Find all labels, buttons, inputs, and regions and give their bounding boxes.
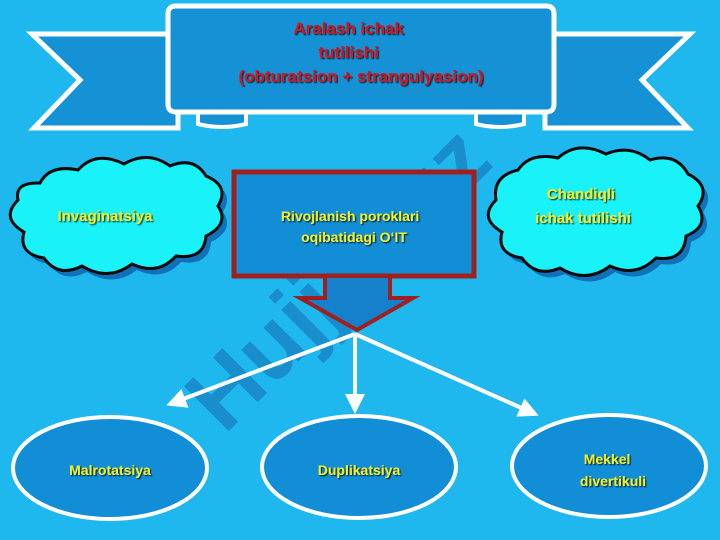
center-box-frame (231, 169, 477, 279)
cloud-right-line-2: ichak tutilishi (535, 210, 631, 227)
cloud-body (486, 146, 705, 277)
banner-line-2: tutilishi (318, 43, 378, 62)
ellipse-left-line-1: Malrotatsiya (69, 462, 151, 478)
banner-line-3: (obturatsion + strangulyasion) (238, 67, 483, 86)
ribbon-right-tail (542, 31, 697, 131)
down-arrow (292, 274, 421, 333)
ellipse-mekkel: Mekkel divertikuli (510, 413, 708, 519)
cloud-label: Invaginatsiya (57, 208, 153, 225)
ellipse-shape (260, 414, 458, 520)
banner-title: Aralash ichak tutilishi (obturatsion + s… (238, 19, 483, 86)
center-box-label: Rivojlanish poroklari oqibatidagi O‘IT (281, 208, 423, 245)
ellipse-right-line-2: divertikuli (580, 473, 646, 489)
ellipse-malrotatsiya: Malrotatsiya (11, 415, 209, 521)
cloud-label: Chandiqli ichak tutilishi (535, 186, 631, 227)
connector-left (166, 332, 356, 408)
connectors (166, 332, 539, 417)
cloud-right-line-1: Chandiqli (547, 186, 615, 203)
cloud-left-line-1: Invaginatsiya (57, 208, 153, 225)
ellipse-center-line-1: Duplikatsiya (318, 462, 401, 478)
ellipse-shape (510, 413, 708, 519)
ribbon-left-tail (25, 31, 181, 131)
banner-panel (165, 3, 557, 115)
banner-line-1: Aralash ichak (293, 19, 404, 38)
center-box: Rivojlanish poroklari oqibatidagi O‘IT (231, 169, 477, 279)
ellipse-label: Mekkel divertikuli (580, 451, 646, 489)
banner: Aralash ichak tutilishi (obturatsion + s… (25, 3, 697, 131)
ellipse-shape (11, 415, 209, 521)
cloud-invaginatsiya: Invaginatsiya (8, 156, 227, 280)
cloud-chandiqli: Chandiqli ichak tutilishi (486, 146, 709, 282)
center-box-line-1: Rivojlanish poroklari (281, 208, 419, 224)
ellipse-label: Malrotatsiya (69, 462, 151, 478)
ellipse-right-line-1: Mekkel (584, 451, 631, 467)
connector-right (354, 332, 539, 417)
ellipse-duplikatsiya: Duplikatsiya (260, 414, 458, 520)
ellipse-label: Duplikatsiya (318, 462, 401, 478)
cloud-body (8, 156, 224, 275)
center-box-line-2: oqibatidagi O‘IT (301, 229, 407, 245)
